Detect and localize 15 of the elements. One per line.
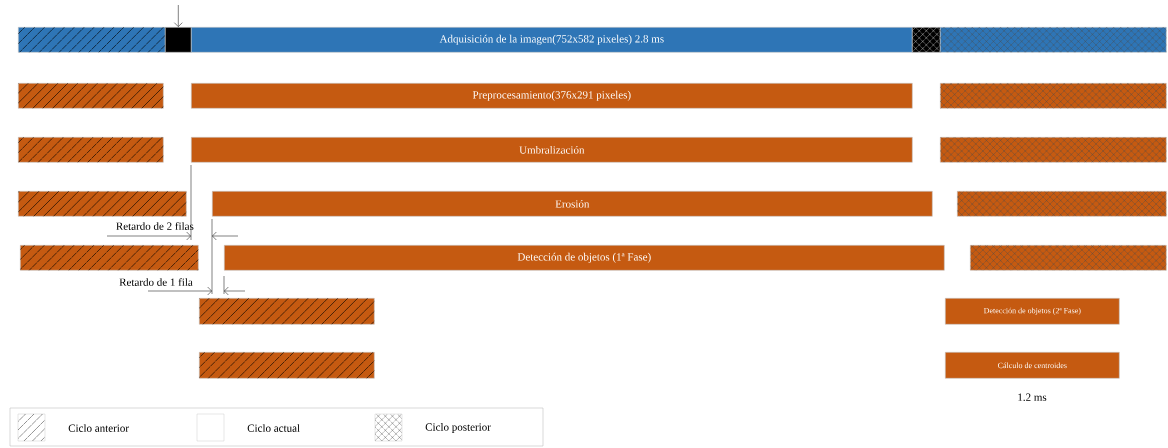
process-bar: Preprocesamiento(376x291 pixeles) [191,83,913,109]
process-bar: Detección de objetos (1ª Fase) [224,245,945,271]
duration-label: 1.2 ms [1018,393,1047,401]
process-bar: Erosión [212,191,933,217]
process-bar: Cálculo de centroides [945,352,1120,379]
legend-label: Ciclo actual [247,424,300,432]
arrow [174,4,183,27]
dimension-label: Retardo de 2 filas [116,222,194,230]
process-bar: Detección de objetos (2ª Fase) [945,298,1120,325]
legend-label: Ciclo posterior [425,423,491,433]
process-bar: Adquisición de la imagen(752x582 pixeles) 2.8 ms [191,27,913,53]
dimension-label: Retardo de 1 fila [119,278,193,286]
process-bar: Umbralización [191,137,913,163]
legend-label: Ciclo anterior [68,424,129,432]
hatched-bar [165,27,192,53]
